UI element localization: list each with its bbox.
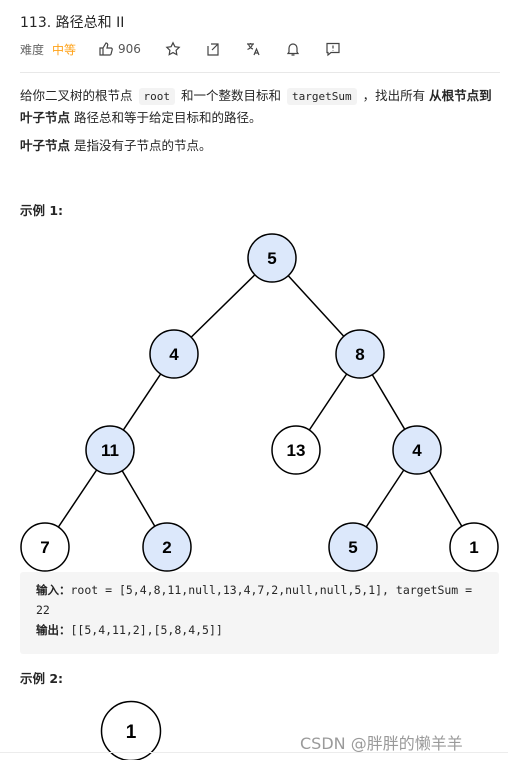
tree-node-n5: 5 (247, 233, 297, 283)
output-label: 输出： (36, 623, 71, 637)
desc-text: 路径总和等于给定目标和的路径。 (74, 110, 262, 125)
tree-node-circle (392, 425, 442, 475)
tree-node-label: 11 (101, 441, 119, 460)
tree-node-circle (449, 522, 499, 572)
star-icon (165, 41, 181, 56)
tree-node-label: 2 (162, 538, 171, 557)
watermark: CSDN @胖胖的懒羊羊 (300, 734, 463, 753)
translate-button[interactable] (245, 41, 261, 57)
binary-tree-diagram: 5 4 8 11 13 4 7 2 5 1 (20, 233, 499, 572)
tree-edges (44, 257, 475, 548)
share-icon (207, 43, 219, 56)
tree-node-n5b: 5 (328, 522, 378, 572)
tree-node-n2: 2 (142, 522, 192, 572)
favorite-button[interactable] (165, 41, 181, 57)
tree-node-label: 5 (267, 249, 276, 268)
tree-node-circle (328, 522, 378, 572)
tree-node-label: 5 (348, 538, 357, 557)
tree-node-n11: 11 (85, 425, 135, 475)
desc-text: 和一个整数目标和 (180, 88, 281, 103)
example-1-title: 示例 1: (20, 203, 64, 218)
tree-node-circle (335, 329, 385, 379)
tree-node-label: 4 (412, 441, 422, 460)
tree-node-n1: 1 (449, 522, 499, 572)
desc-text: 给你二叉树的根节点 (20, 88, 133, 103)
example-2-title: 示例 2: (20, 671, 64, 686)
difficulty-label: 难度 (20, 42, 45, 57)
like-button[interactable]: 906 (98, 41, 141, 57)
desc-bold: 从根节点到叶子节点 (20, 88, 492, 125)
share-button[interactable] (205, 41, 221, 57)
tree-nodes: 5 4 8 11 13 4 7 2 5 1 (20, 233, 499, 572)
output-value: [[5,4,11,2],[5,8,4,5]] (70, 623, 223, 637)
example-1-output-line: 输出：[[5,4,11,2],[5,8,4,5]] (36, 620, 483, 640)
thumbs-up-icon (99, 42, 113, 56)
like-count: 906 (118, 42, 141, 56)
tree-node-circle (20, 522, 70, 572)
problem-title: 113. 路径总和 II (20, 15, 125, 31)
tree-node-label: 7 (40, 538, 49, 557)
tree-node-circle (271, 425, 321, 475)
tree-node-label: 1 (469, 538, 478, 557)
subscribe-button[interactable] (285, 41, 301, 57)
tree-node-n7: 7 (20, 522, 70, 572)
example-2-root-label: 1 (126, 722, 137, 743)
bottom-divider (0, 752, 508, 753)
example-1-code-block: 输入：root = [5,4,8,11,null,13,4,7,2,null,n… (20, 572, 499, 654)
feedback-icon (326, 42, 340, 57)
input-value: root = [5,4,8,11,null,13,4,7,2,null,null… (36, 583, 473, 617)
tree-node-circle (247, 233, 297, 283)
tree-node-label: 13 (287, 441, 306, 460)
tree-node-label: 8 (355, 345, 364, 364)
tree-node-n8: 8 (335, 329, 385, 379)
feedback-button[interactable] (325, 41, 341, 57)
tree-node-circle (142, 522, 192, 572)
tree-node-label: 4 (169, 345, 179, 364)
problem-meta-bar: 难度 中等 906 (20, 40, 341, 58)
inline-code-targetsum: targetSum (286, 88, 357, 105)
example-1-input-line: 输入：root = [5,4,8,11,null,13,4,7,2,null,n… (36, 580, 483, 620)
desc-text: 是指没有子节点的节点。 (74, 138, 212, 153)
inline-code-root: root (138, 88, 175, 105)
tree-node-n13: 13 (271, 425, 321, 475)
tree-node-circle (85, 425, 135, 475)
header-divider (20, 72, 500, 73)
description-paragraph-1: 给你二叉树的根节点 root 和一个整数目标和 targetSum ，找出所有 … (20, 85, 500, 128)
translate-icon (246, 43, 260, 56)
desc-text: ，找出所有 (362, 88, 426, 103)
tree-node-n4a: 4 (149, 329, 199, 379)
description-paragraph-2: 叶子节点 是指没有子节点的节点。 (20, 135, 500, 156)
tree-node-n4b: 4 (392, 425, 442, 475)
desc-bold: 叶子节点 (20, 138, 71, 153)
difficulty-badge: 中等 (52, 42, 77, 57)
bell-icon (286, 43, 300, 56)
tree-node-circle (149, 329, 199, 379)
input-label: 输入： (36, 583, 71, 597)
